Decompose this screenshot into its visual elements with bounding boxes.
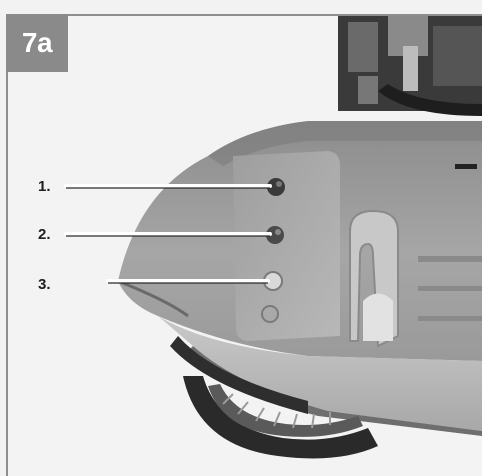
figure-badge: 7a (6, 14, 68, 72)
product-photo (8, 16, 482, 476)
mounting-plate (233, 151, 340, 341)
callout-label-1: 1. (38, 178, 51, 195)
motor-housing (338, 16, 482, 116)
callout-label-3: 3. (38, 276, 51, 293)
callout-label-2: 2. (38, 226, 51, 243)
wheel (183, 376, 378, 459)
minus-mark (455, 164, 477, 169)
frame-border-left (6, 14, 8, 476)
callout-lines (64, 184, 272, 283)
hole-4 (261, 305, 279, 323)
frame-border-top (6, 14, 482, 16)
lower-skirt (158, 316, 482, 431)
